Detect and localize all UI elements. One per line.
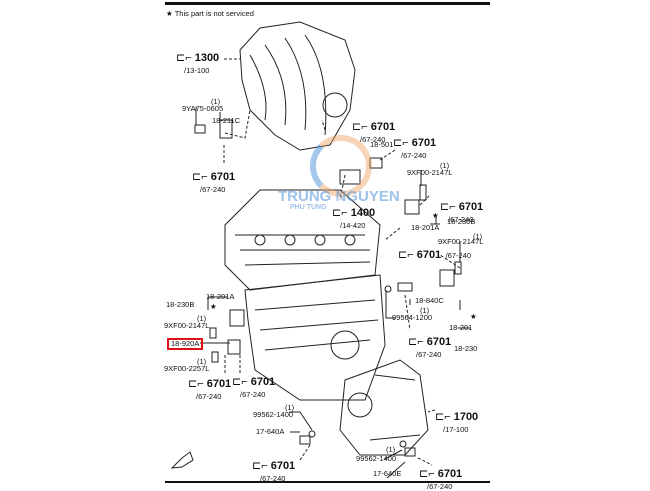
front-arrow-icon <box>170 451 194 469</box>
qty-label: (1) <box>197 314 207 323</box>
qty-label: (1) <box>440 161 450 170</box>
transmission-case <box>339 359 429 456</box>
qty-label: (1) <box>285 403 295 412</box>
engine-block <box>244 274 386 401</box>
part-18-230b[interactable]: 18-230B <box>447 217 476 226</box>
part-17-640e[interactable]: 17-640E <box>373 469 402 478</box>
part-18-230b-b[interactable]: 18-230B <box>166 300 195 309</box>
part-18-840c[interactable]: 18-840C <box>415 296 444 305</box>
ref-6701-c[interactable]: ⊏⌐ 6701/67-240 <box>393 137 437 161</box>
bottom-rule <box>165 481 490 483</box>
watermark-logo <box>310 135 372 197</box>
solid-leaders <box>195 107 470 479</box>
ref-1700[interactable]: ⊏⌐ 1700/17-100 <box>435 411 479 435</box>
part-99562-1400-b[interactable]: 99562-1400 <box>356 454 397 463</box>
star-icon: ★ <box>470 312 477 321</box>
part-18-920a-highlighted[interactable]: 18-920A <box>167 338 204 350</box>
intake-manifold <box>239 21 356 151</box>
part-18-211c[interactable]: 18-211C <box>212 116 241 125</box>
part-18-201[interactable]: 18-201 <box>449 323 473 332</box>
qty-label: (1) <box>197 357 207 366</box>
ref-6701-f[interactable]: ⊏⌐ 6701/67-240 <box>408 336 452 360</box>
part-9xf00-2257l[interactable]: 9XF00-2257L <box>164 364 210 373</box>
ref-icon: ⊏⌐ <box>176 52 195 64</box>
watermark-sub: PHU TUNG <box>290 204 327 211</box>
star-icon: ★ <box>432 211 439 220</box>
part-18-230[interactable]: 18-230 <box>454 344 478 353</box>
watermark-brand: TRUNG NGUYEN <box>278 188 400 205</box>
ref-6701-h[interactable]: ⊏⌐ 6701/67-240 <box>232 376 276 400</box>
legend-note: ★ This part is not serviced <box>166 9 254 18</box>
star-icon: ★ <box>166 9 173 18</box>
sensors <box>194 119 462 457</box>
part-18-501[interactable]: 18-501 <box>370 140 394 149</box>
part-9xf00-2147l[interactable]: 9XF00-2147L <box>407 168 453 177</box>
ref-6701-b[interactable]: ⊏⌐ 6701/67-240 <box>352 121 396 145</box>
leader-lines <box>223 58 461 466</box>
cylinder-head <box>224 189 381 291</box>
part-9ya75-0605[interactable]: 9YA75-0605 <box>182 104 224 113</box>
ref-6701-g[interactable]: ⊏⌐ 6701/67-240 <box>188 378 232 402</box>
ref-6701-d[interactable]: ⊏⌐ 6701/67-240 <box>440 201 484 225</box>
part-17-640a[interactable]: 17-640A <box>256 427 285 436</box>
qty-label: (1) <box>386 445 396 454</box>
part-18-201a[interactable]: 18-201A <box>411 223 440 232</box>
star-icon: ★ <box>210 302 217 311</box>
part-18-201a-b[interactable]: 18-201A <box>206 292 235 301</box>
part-99562-1400[interactable]: 99562-1400 <box>253 410 294 419</box>
ref-6701-a[interactable]: ⊏⌐ 6701/67-240 <box>192 171 236 195</box>
ref-1300[interactable]: ⊏⌐ 1300/13-100 <box>176 52 220 76</box>
part-99564-1200[interactable]: 99564-1200 <box>392 313 433 322</box>
qty-label: (1) <box>473 232 483 241</box>
ref-1400[interactable]: ⊏⌐ 1400/14-420 <box>332 207 376 231</box>
part-9xf00-2147l-c[interactable]: 9XF00-2147L <box>164 321 210 330</box>
top-rule <box>165 2 490 5</box>
qty-label: (1) <box>211 97 221 106</box>
ref-6701-e[interactable]: ⊏⌐ 6701 /67-240 <box>398 249 472 261</box>
qty-label: (1) <box>420 306 430 315</box>
part-9xf00-2147l-b[interactable]: 9XF00-2147L <box>438 237 484 246</box>
ref-6701-i[interactable]: ⊏⌐ 6701/67-240 <box>252 460 296 484</box>
